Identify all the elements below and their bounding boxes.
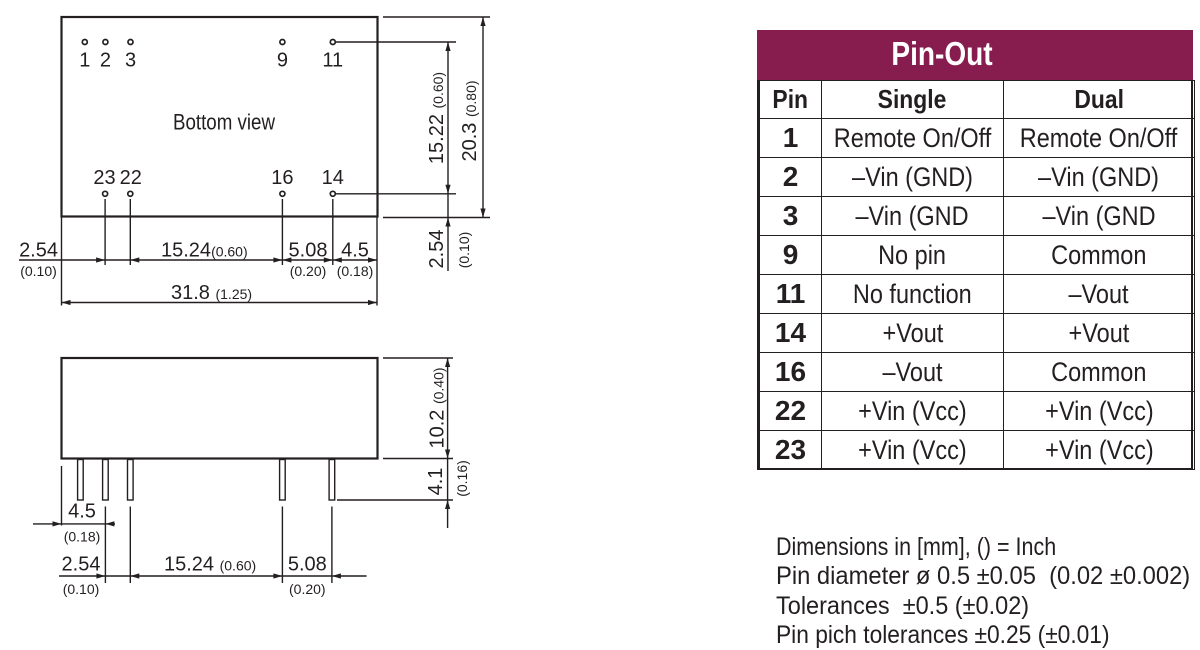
svg-text:2.54: 2.54 [62,553,101,575]
svg-text:4.5: 4.5 [341,240,369,262]
svg-text:Bottom view: Bottom view [173,110,275,135]
svg-text:(0.10): (0.10) [456,232,472,269]
svg-text:(0.20): (0.20) [290,263,327,279]
svg-text:15.24 (0.60): 15.24 (0.60) [164,553,256,575]
svg-text:11: 11 [322,50,343,72]
svg-text:4.1: 4.1 [425,468,447,496]
svg-text:(0.10): (0.10) [63,581,100,597]
svg-text:20.3 (0.80): 20.3 (0.80) [459,80,481,161]
svg-text:16: 16 [271,167,293,189]
svg-text:2.54: 2.54 [426,230,448,269]
svg-text:(0.10): (0.10) [20,263,57,279]
svg-text:9: 9 [277,50,288,72]
svg-text:14: 14 [322,167,344,189]
svg-text:4.5: 4.5 [68,501,96,523]
svg-text:(0.18): (0.18) [337,263,374,279]
svg-text:(0.18): (0.18) [64,529,101,545]
svg-text:3: 3 [125,50,136,72]
svg-text:15.24(0.60): 15.24(0.60) [161,240,248,262]
svg-text:22: 22 [120,167,142,189]
svg-text:31.8 (1.25): 31.8 (1.25) [171,282,252,304]
svg-text:10.2 (0.40): 10.2 (0.40) [427,367,449,448]
svg-text:(0.16): (0.16) [454,460,470,497]
svg-text:23: 23 [93,167,115,189]
svg-text:5.08: 5.08 [288,553,327,575]
svg-text:1: 1 [79,50,90,72]
svg-text:2: 2 [100,50,111,72]
svg-text:2.54: 2.54 [19,240,58,262]
svg-text:(0.20): (0.20) [289,581,326,597]
svg-text:5.08: 5.08 [289,240,328,262]
svg-text:15.22 (0.60): 15.22 (0.60) [426,72,448,164]
